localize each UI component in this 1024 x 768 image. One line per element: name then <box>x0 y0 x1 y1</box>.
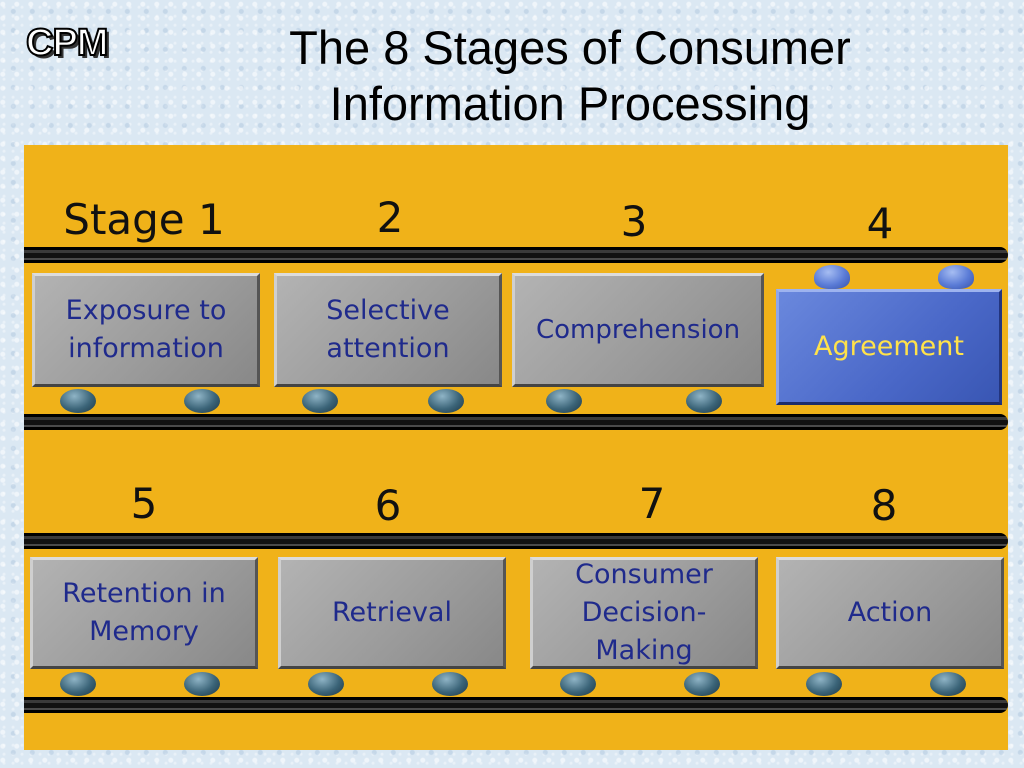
stage-label-5: Retention in Memory <box>62 578 226 647</box>
stage-card-decision-making: Consumer Decision-Making <box>530 557 758 669</box>
wheel-icon <box>560 672 596 696</box>
stage-card-retrieval: Retrieval <box>278 557 506 669</box>
stage-label-6: Retrieval <box>332 597 452 628</box>
stage-card-comprehension: Comprehension <box>512 273 764 387</box>
page-title: The 8 Stages of Consumer Information Pro… <box>240 20 900 132</box>
stage-number-5: 5 <box>130 479 158 528</box>
wheel-icon <box>184 672 220 696</box>
stage-label-7: Consumer Decision-Making <box>575 559 713 666</box>
stage-label-3: Comprehension <box>535 315 741 345</box>
wheel-icon <box>184 389 220 413</box>
wheel-icon <box>684 672 720 696</box>
coupler-icon <box>814 265 850 289</box>
track-row2-bottom <box>24 697 1008 713</box>
wheel-icon <box>930 672 966 696</box>
stage-label-4: Agreement <box>814 331 964 362</box>
track-row2-top <box>24 533 1008 549</box>
stage-card-action: Action <box>776 557 1004 669</box>
stage-number-1: Stage 1 <box>63 195 225 244</box>
stage-number-6: 6 <box>374 481 402 530</box>
wheel-icon <box>546 389 582 413</box>
stage-label-2: Selective attention <box>326 295 450 364</box>
stage-card-exposure: Exposure to information <box>32 273 260 387</box>
stage-card-retention: Retention in Memory <box>30 557 258 669</box>
stage-number-7: 7 <box>638 479 666 528</box>
stage-label-8: Action <box>847 597 933 628</box>
stage-number-2: 2 <box>376 193 404 242</box>
title-line-2: Information Processing <box>329 77 811 130</box>
stage-number-3: 3 <box>620 197 648 246</box>
stage-number-8: 8 <box>870 481 898 530</box>
wheel-icon <box>302 389 338 413</box>
stage-card-agreement: Agreement <box>776 289 1002 405</box>
coupler-icon <box>938 265 974 289</box>
title-line-1: The 8 Stages of Consumer <box>289 21 851 74</box>
wheel-icon <box>806 672 842 696</box>
stage-number-4: 4 <box>866 199 894 248</box>
stage-card-selective-attention: Selective attention <box>274 273 502 387</box>
wheel-icon <box>60 389 96 413</box>
wheel-icon <box>686 389 722 413</box>
wheel-icon <box>308 672 344 696</box>
stage-label-1: Exposure to information <box>65 295 227 364</box>
wheel-icon <box>432 672 468 696</box>
cpm-logo: CPM <box>25 21 109 65</box>
track-row1-bottom <box>24 414 1008 430</box>
wheel-icon <box>60 672 96 696</box>
stages-diagram: Stage 1 2 3 4 5 6 7 8 Exposure to inform… <box>24 145 1008 750</box>
wheel-icon <box>428 389 464 413</box>
track-row1-top <box>24 247 1008 263</box>
